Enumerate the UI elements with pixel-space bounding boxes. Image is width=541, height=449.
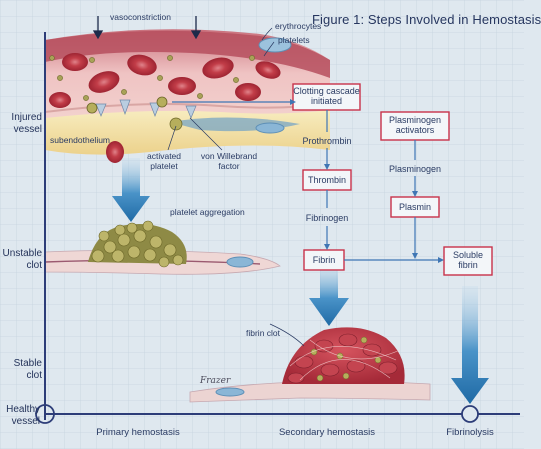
injured-vessel-illustration	[44, 29, 331, 163]
label-erythrocytes: erythrocytes	[275, 21, 322, 31]
figure-graphics	[0, 0, 524, 449]
y-label-healthy-vessel: Healthy vessel	[0, 404, 40, 427]
label-activated-line2: platelet	[150, 160, 178, 171]
box-clotting-cascade: Clotting cascade initiated	[293, 86, 360, 107]
y-label-healthy-line1: Healthy	[6, 404, 40, 415]
y-label-injured-line2: vessel	[13, 123, 42, 135]
label-vwf-line1: von Willebrand	[200, 151, 258, 161]
stable-clot-illustration	[189, 323, 431, 403]
label-fibrin-clot: fibrin clot	[246, 328, 281, 338]
box-thrombin: Thrombin	[307, 175, 346, 185]
soluble-fibrin-line2: fibrin	[458, 260, 478, 271]
label-von-willebrand: von Willebrand factor	[194, 151, 264, 172]
y-label-injured-vessel: Injured vessel	[2, 112, 42, 135]
plasminogen-activators-line2: activators	[395, 125, 435, 136]
label-vasoconstriction: vasoconstriction	[110, 12, 171, 22]
y-label-unstable-line2: clot	[26, 259, 42, 271]
primary-down-arrow	[112, 158, 150, 222]
y-label-unstable-clot: Unstable clot	[2, 248, 42, 271]
vasoconstriction-arrows	[92, 16, 202, 40]
y-label-stable-line2: clot	[26, 369, 42, 381]
y-label-healthy-line2: vessel	[11, 415, 40, 427]
soluble-fibrin-line1: Soluble	[452, 250, 484, 260]
x-label-primary: Primary hemostasis	[96, 427, 180, 438]
label-activated-platelet: activated platelet	[140, 151, 188, 172]
label-activated-line1: activated	[146, 151, 182, 161]
unstable-clot-illustration	[44, 220, 281, 275]
x-label-secondary: Secondary hemostasis	[278, 427, 376, 438]
label-fibrinogen: Fibrinogen	[305, 213, 349, 223]
label-platelet-aggregation: platelet aggregation	[170, 207, 245, 217]
y-label-injured-line1: Injured	[11, 112, 42, 123]
pathway-boxes	[292, 83, 493, 276]
fibrinolysis-down-arrow	[451, 286, 489, 404]
leader-lines	[167, 27, 275, 151]
x-label-fibrinolysis: Fibrinolysis	[446, 427, 494, 438]
secondary-down-arrow	[309, 264, 349, 326]
box-plasmin: Plasmin	[398, 202, 431, 212]
box-plasminogen-activators: Plasminogen activators	[381, 115, 449, 136]
pathway-arrowheads	[290, 99, 444, 263]
box-fibrin: Fibrin	[312, 255, 336, 265]
figure-title: Figure 1: Steps Involved in Hemostasis	[312, 12, 541, 27]
plasminogen-activators-line1: Plasminogen	[388, 115, 442, 125]
label-subendothelium: subendothelium	[50, 135, 111, 145]
y-label-stable-clot: Stable clot	[2, 358, 42, 381]
label-plasminogen: Plasminogen	[388, 164, 442, 174]
clotting-cascade-line1: Clotting cascade	[293, 86, 360, 96]
pathway-connectors	[172, 101, 441, 261]
fibrinolysis-marker	[461, 405, 479, 423]
label-prothrombin: Prothrombin	[302, 136, 352, 146]
origin-marker	[35, 404, 55, 424]
y-label-stable-line1: Stable	[13, 358, 42, 369]
label-platelets: platelets	[278, 35, 310, 45]
y-label-unstable-line1: Unstable	[2, 248, 42, 259]
box-soluble-fibrin: Soluble fibrin	[444, 250, 492, 271]
axes	[44, 32, 520, 420]
artist-signature: Frazer	[200, 376, 231, 386]
label-vwf-line2: factor	[218, 160, 240, 171]
clotting-cascade-line2: initiated	[310, 96, 343, 107]
